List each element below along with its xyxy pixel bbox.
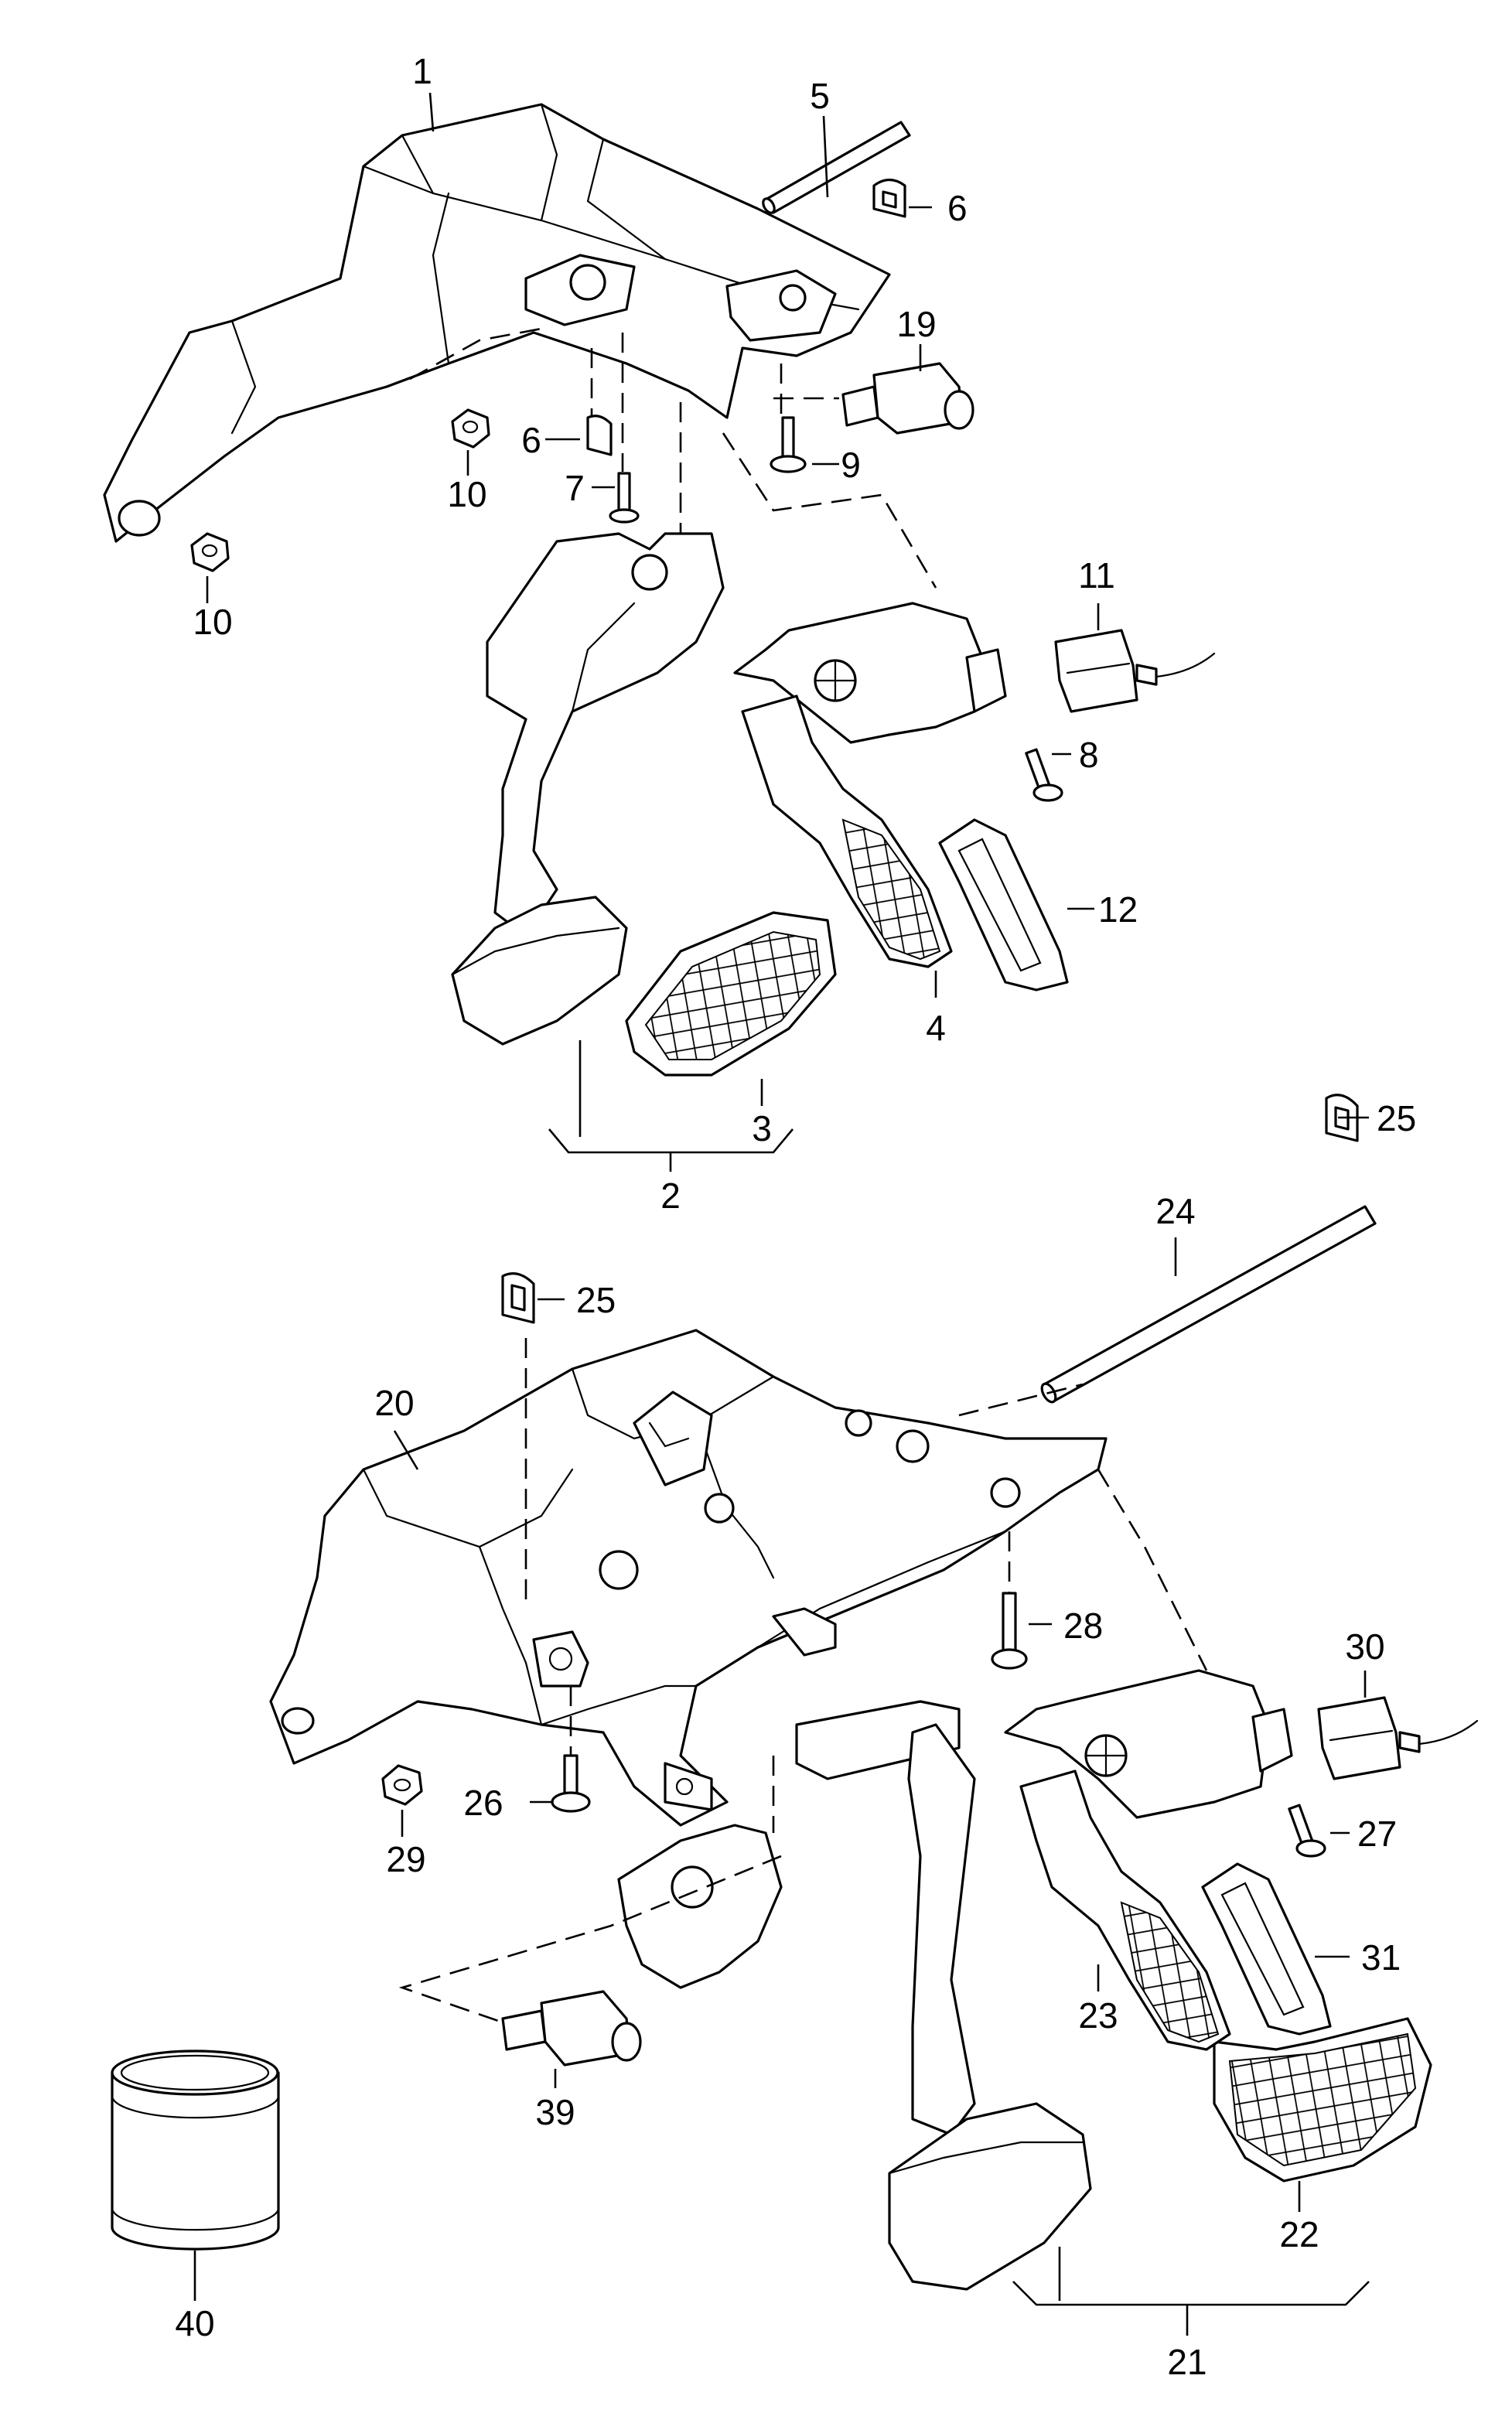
clutch-pedal-21 [617,1700,1092,2291]
pin-5 [762,121,911,214]
clip-25-right [1325,1094,1359,1142]
guide-line [398,1855,782,2024]
nut-29 [381,1764,423,1806]
guide-line [409,327,542,381]
callout-4: 4 [926,1008,946,1048]
screw-8 [1025,748,1063,802]
brake-pedal-2 [451,532,725,1046]
bolt-28 [991,1592,1028,1670]
guide-line [958,1383,1084,1417]
nut-10-center [451,408,490,449]
bolt-26 [551,1754,591,1813]
switch-19 [841,362,974,435]
callout-1: 1 [412,51,432,91]
clip-6-upper [872,178,906,218]
connector-11 [1054,629,1216,713]
nut-10-left [190,532,230,572]
callout-8: 8 [1079,735,1099,775]
callout-23: 23 [1078,1995,1118,2036]
callout-12: 12 [1098,889,1138,930]
callout-25-right: 25 [1377,1098,1416,1138]
callout-25-center: 25 [576,1280,616,1320]
bolt-9 [770,416,807,473]
callout-31: 31 [1361,1937,1401,1978]
callout-6-upper: 6 [947,188,968,228]
pin-24 [1040,1205,1377,1404]
callout-10-center: 10 [447,474,486,514]
switch-39 [501,1990,642,2067]
callout-5: 5 [810,76,830,116]
callout-26: 26 [463,1783,503,1823]
leader-lines [193,92,1370,2336]
callout-11: 11 [1078,555,1115,596]
callout-7: 7 [565,468,585,508]
callout-10-left: 10 [193,602,232,642]
bolt-7 [609,472,640,524]
pedal-bracket-20 [269,1329,1108,1827]
accelerator-pedal-4 [733,602,1007,968]
callout-22: 22 [1279,2214,1319,2254]
clip-25-center [501,1272,535,1324]
accelerator-pedal-23 [1004,1669,1293,2051]
callout-40: 40 [175,2303,214,2343]
callout-labels: 1 5 6 19 6 10 10 7 9 11 8 12 4 3 2 25 24… [175,51,1416,2382]
guide-line [722,432,937,589]
callout-29: 29 [386,1839,425,1879]
callout-24: 24 [1155,1191,1195,1231]
callout-20: 20 [374,1383,414,1423]
screw-27 [1288,1804,1326,1858]
callout-9: 9 [841,445,861,485]
callout-3: 3 [752,1108,772,1148]
clip-6-lower [586,415,613,456]
callout-30: 30 [1345,1626,1384,1667]
callout-2: 2 [660,1176,681,1216]
pedal-bracket-1 [103,103,891,543]
callout-28: 28 [1063,1606,1103,1646]
sleeve-40 [111,2049,280,2251]
callout-19: 19 [896,304,936,344]
accelerator-pad-31 [1201,1862,1332,2036]
guide-line [1097,1469,1208,1671]
clutch-pad-22 [1213,2017,1432,2183]
connector-30 [1317,1696,1479,1780]
accelerator-pad-12 [938,818,1069,991]
callout-6-lower: 6 [521,420,541,460]
callout-21: 21 [1167,2342,1207,2382]
callout-39: 39 [535,2092,575,2132]
callout-27: 27 [1357,1814,1397,1854]
brake-pad-3 [625,911,837,1077]
